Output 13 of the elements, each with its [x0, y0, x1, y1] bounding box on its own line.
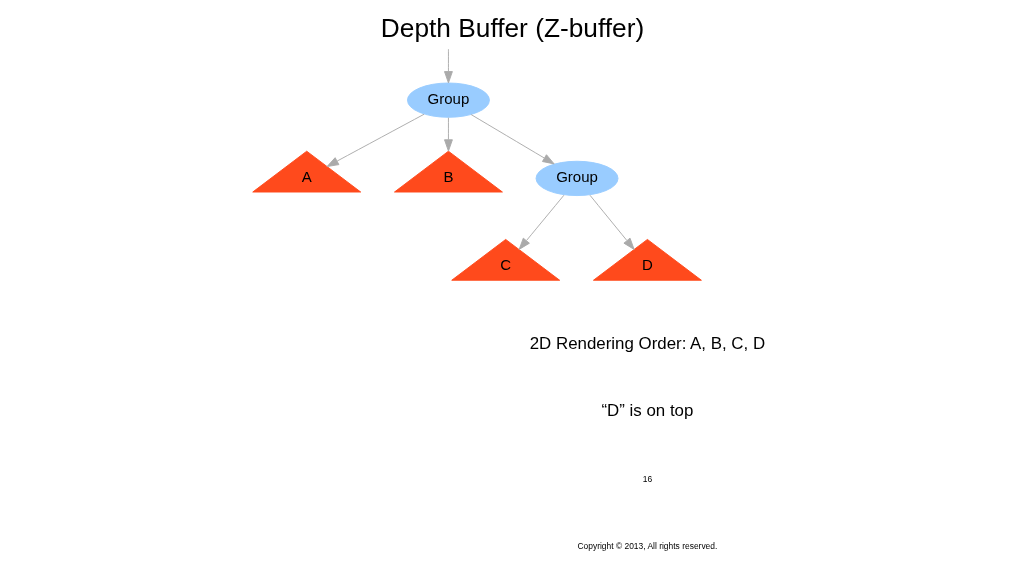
arrow: [588, 194, 635, 250]
label: “D” is on top: [600, 401, 693, 421]
arrow: [443, 48, 453, 84]
arrow: [443, 117, 453, 152]
node-ellipse: Group: [406, 82, 490, 118]
label: 2D Rendering Order: A, B, C, D: [529, 333, 765, 353]
arrow: [326, 113, 425, 167]
arrow: [470, 114, 555, 165]
label: 16: [642, 473, 652, 484]
arrow: [518, 194, 564, 250]
node-ellipse: Group: [535, 160, 618, 197]
label: Copyright © 2013, All rights reserved.: [576, 541, 717, 552]
diagram-title: Depth Buffer (Z-buffer): [380, 12, 644, 43]
